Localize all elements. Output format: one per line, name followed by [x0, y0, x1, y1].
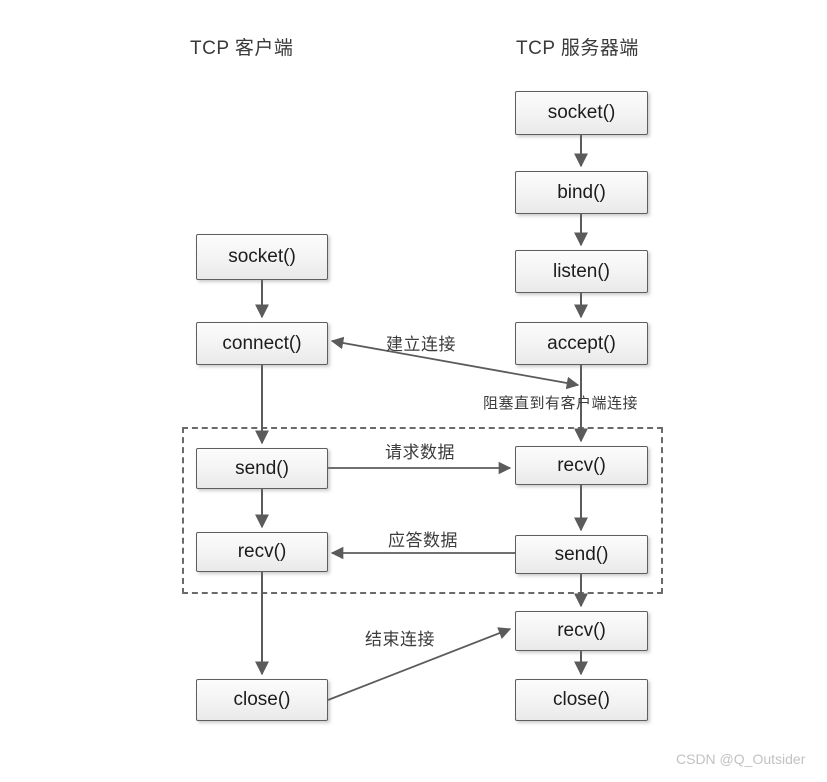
- edge-close-connection: [327, 627, 512, 701]
- label-response-data: 应答数据: [388, 531, 458, 550]
- node-server-bind[interactable]: bind(): [515, 171, 648, 214]
- label-request-data: 请求数据: [385, 443, 455, 462]
- node-server-recv-close[interactable]: recv(): [515, 611, 648, 651]
- label-close-connection: 结束连接: [365, 630, 435, 649]
- node-client-socket[interactable]: socket(): [196, 234, 328, 280]
- watermark: CSDN @Q_Outsider: [676, 751, 806, 767]
- server-column-title: TCP 服务器端: [516, 38, 639, 59]
- label-block-until-client-connects: 阻塞直到有客户端连接: [483, 395, 639, 412]
- node-server-accept[interactable]: accept(): [515, 322, 648, 365]
- node-server-close[interactable]: close(): [515, 679, 648, 721]
- data-exchange-loop-region: [182, 427, 663, 594]
- edge-establish-connection: [330, 336, 580, 390]
- node-server-socket[interactable]: socket(): [515, 91, 648, 135]
- node-client-recv[interactable]: recv(): [196, 532, 328, 572]
- node-server-listen[interactable]: listen(): [515, 250, 648, 293]
- label-establish-connection: 建立连接: [386, 335, 456, 354]
- node-server-recv-request[interactable]: recv(): [515, 446, 648, 485]
- node-client-close[interactable]: close(): [196, 679, 328, 721]
- node-client-connect[interactable]: connect(): [196, 322, 328, 365]
- node-server-send[interactable]: send(): [515, 535, 648, 574]
- client-column-title: TCP 客户端: [190, 38, 294, 59]
- node-client-send[interactable]: send(): [196, 448, 328, 489]
